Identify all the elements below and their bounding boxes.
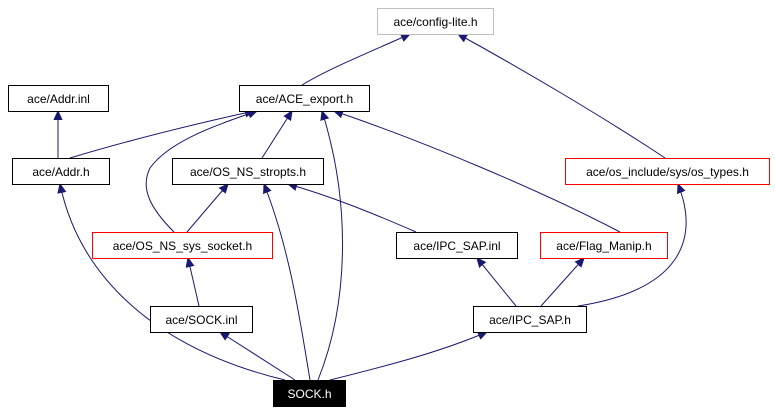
node-box bbox=[8, 85, 109, 112]
node-box bbox=[273, 380, 346, 407]
node-box bbox=[172, 158, 324, 185]
edge-sock-h-to-ipc-sap-h bbox=[329, 332, 487, 381]
node-label: ace/IPC_SAP.inl bbox=[413, 239, 500, 253]
node-box bbox=[377, 8, 494, 35]
node-label: ace/config-lite.h bbox=[393, 15, 477, 29]
edge-os-types-to-config-lite bbox=[458, 34, 666, 159]
edge-os-ns-stropts-to-ace-export bbox=[261, 111, 292, 159]
node-os-ns-sys-socket[interactable]: ace/OS_NS_sys_socket.h bbox=[92, 232, 273, 259]
edge-sock-inl-to-os-ns-sys-socket bbox=[188, 258, 200, 307]
node-config-lite[interactable]: ace/config-lite.h bbox=[377, 8, 494, 35]
node-ipc-sap-inl[interactable]: ace/IPC_SAP.inl bbox=[396, 232, 518, 259]
node-label: ace/Addr.inl bbox=[27, 92, 90, 106]
node-os-ns-stropts[interactable]: ace/OS_NS_stropts.h bbox=[172, 158, 324, 185]
edge-sock-h-to-os-ns-stropts bbox=[264, 184, 311, 381]
node-box bbox=[540, 232, 668, 259]
edge-layer bbox=[58, 34, 687, 381]
node-box bbox=[396, 232, 518, 259]
edge-ipc-sap-h-to-ipc-sap-inl bbox=[477, 258, 517, 307]
node-box bbox=[473, 306, 587, 333]
node-label: ace/ACE_export.h bbox=[256, 92, 353, 106]
node-addr-h[interactable]: ace/Addr.h bbox=[12, 158, 110, 185]
edge-os-ns-sys-socket-to-ace-export bbox=[145, 111, 257, 233]
node-flag-manip[interactable]: ace/Flag_Manip.h bbox=[540, 232, 668, 259]
node-ipc-sap-h[interactable]: ace/IPC_SAP.h bbox=[473, 306, 587, 333]
node-box bbox=[92, 232, 273, 259]
node-label: ace/SOCK.inl bbox=[165, 313, 237, 327]
edge-ipc-sap-h-to-flag-manip bbox=[540, 258, 584, 307]
edge-ace-export-to-config-lite bbox=[301, 34, 410, 86]
node-label: ace/os_include/sys/os_types.h bbox=[586, 165, 749, 179]
edge-sock-h-to-sock-inl bbox=[220, 332, 296, 381]
node-label: ace/IPC_SAP.h bbox=[489, 313, 571, 327]
node-sock-h[interactable]: SOCK.h bbox=[273, 380, 346, 407]
node-sock-inl[interactable]: ace/SOCK.inl bbox=[150, 306, 253, 333]
node-box bbox=[565, 158, 770, 185]
edge-ipc-sap-inl-to-os-ns-stropts bbox=[288, 184, 417, 233]
edge-addr-h-to-ace-export bbox=[69, 111, 254, 159]
edge-os-ns-sys-socket-to-os-ns-stropts bbox=[186, 184, 228, 233]
edge-sock-h-to-ace-export bbox=[317, 111, 344, 381]
node-label: ace/OS_NS_sys_socket.h bbox=[113, 239, 252, 253]
node-layer: ace/config-lite.h ace/Addr.inl ace/ACE_exp… bbox=[8, 8, 770, 407]
node-box bbox=[150, 306, 253, 333]
node-label: SOCK.h bbox=[287, 387, 331, 401]
node-label: ace/Flag_Manip.h bbox=[556, 239, 651, 253]
edge-flag-manip-to-ace-export bbox=[334, 111, 621, 233]
node-label: ace/Addr.h bbox=[32, 165, 89, 179]
node-ace-export[interactable]: ace/ACE_export.h bbox=[239, 85, 370, 112]
edge-sock-h-to-addr-h bbox=[60, 184, 286, 381]
node-addr-inl[interactable]: ace/Addr.inl bbox=[8, 85, 109, 112]
node-os-types[interactable]: ace/os_include/sys/os_types.h bbox=[565, 158, 770, 185]
edge-ipc-sap-h-to-os-types bbox=[577, 184, 687, 307]
node-label: ace/OS_NS_stropts.h bbox=[190, 165, 306, 179]
node-box bbox=[12, 158, 110, 185]
node-box bbox=[239, 85, 370, 112]
